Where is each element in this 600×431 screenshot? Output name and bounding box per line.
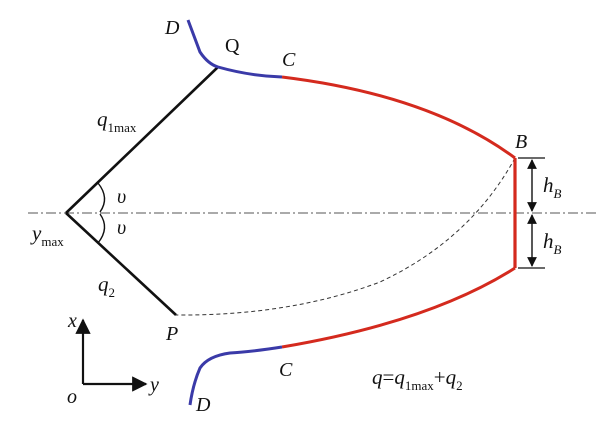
label-ymax: ymax	[30, 221, 64, 249]
angle-arc-top	[97, 182, 106, 213]
label-hB-bottom: hB	[543, 229, 562, 257]
red-curve-bottom	[281, 266, 516, 349]
edge-q2	[65, 212, 177, 316]
label-q1max: q1max	[97, 107, 137, 135]
edge-q1max	[65, 66, 219, 214]
red-curve-top	[281, 75, 516, 160]
axis-x-label: x	[67, 310, 77, 332]
dashed-curve-upper	[175, 157, 516, 316]
label-upsilon-bottom: υ	[117, 217, 126, 239]
label-D-top: D	[164, 17, 180, 39]
equation-q: q=q1max+q2	[372, 365, 463, 393]
axis-origin-label: o	[67, 386, 77, 408]
blue-curve-top	[186, 19, 283, 79]
axis-y-label: y	[148, 374, 159, 396]
label-Q: Q	[225, 35, 240, 57]
label-hB-top: hB	[543, 173, 562, 201]
label-P: P	[165, 323, 178, 345]
label-D-bottom: D	[195, 394, 211, 416]
label-C-bottom: C	[279, 359, 293, 381]
blue-curve-bottom	[188, 345, 283, 406]
label-B: B	[515, 131, 527, 153]
label-q2: q2	[98, 272, 115, 300]
label-upsilon-top: υ	[117, 186, 126, 208]
label-C-top: C	[282, 49, 296, 71]
angle-arc-bottom	[97, 213, 106, 244]
